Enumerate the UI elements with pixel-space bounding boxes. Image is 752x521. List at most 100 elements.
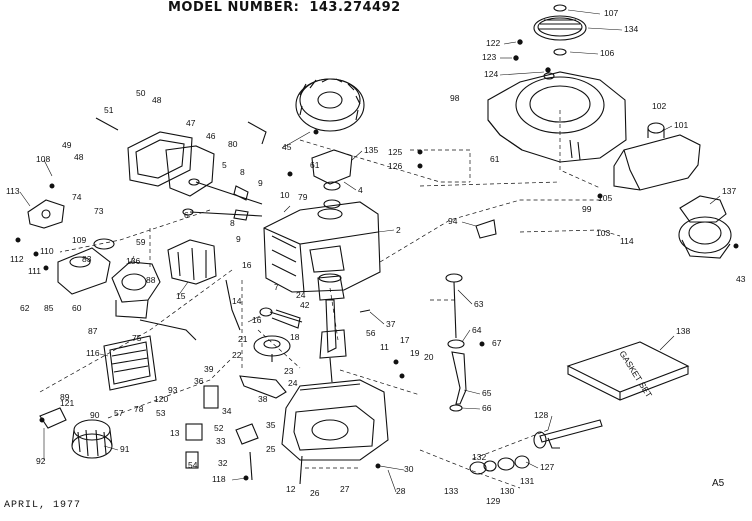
part-label-18: 18 <box>290 332 300 342</box>
part-label-48b: 48 <box>74 152 84 162</box>
part-label-60: 60 <box>72 303 82 313</box>
cylinder-block <box>263 201 381 293</box>
muffler <box>613 122 701 191</box>
part-label-53: 53 <box>156 408 166 418</box>
part-label-38: 38 <box>258 394 268 404</box>
part-label-133: 133 <box>444 486 458 496</box>
part-label-121: 121 <box>60 398 74 408</box>
fasteners <box>15 39 739 481</box>
model-label: MODEL NUMBER: <box>168 0 300 15</box>
part-label-57: 57 <box>114 408 124 418</box>
part-label-103: 103 <box>596 228 610 238</box>
misc-hardware <box>39 117 497 485</box>
part-label-66: 66 <box>482 403 492 413</box>
model-header: MODEL NUMBER: 143.274492 <box>168 0 411 15</box>
rotating-screen <box>533 4 587 80</box>
part-label-52: 52 <box>214 423 224 433</box>
part-label-39: 39 <box>204 364 214 374</box>
leader-lines <box>19 9 721 493</box>
part-label-9b: 9 <box>236 234 241 244</box>
part-label-26: 26 <box>310 488 320 498</box>
part-label-122: 122 <box>486 38 500 48</box>
part-label-88: 88 <box>146 275 156 285</box>
part-label-129: 129 <box>486 496 500 506</box>
model-number: 143.274492 <box>309 0 401 15</box>
recoil-starter <box>678 195 732 259</box>
part-label-130: 130 <box>500 486 514 496</box>
control-bracket <box>27 199 65 229</box>
part-label-19: 19 <box>410 348 420 358</box>
part-label-132: 132 <box>472 452 486 462</box>
part-label-43: 43 <box>736 274 746 284</box>
pto-gear-train <box>469 455 530 475</box>
part-label-113: 113 <box>6 186 20 196</box>
part-label-27: 27 <box>340 484 350 494</box>
air-cleaner-housing <box>103 335 157 391</box>
part-label-127: 127 <box>540 462 554 472</box>
part-label-4: 4 <box>358 185 363 195</box>
part-label-98: 98 <box>450 93 460 103</box>
connecting-rod <box>259 307 303 329</box>
gasket-set-label: GASKET SET <box>617 349 654 399</box>
print-date: APRIL, 1977 <box>4 500 82 511</box>
part-label-11: 11 <box>380 342 389 352</box>
sheet-number: A5 <box>712 478 725 489</box>
dipstick-assembly <box>445 273 467 412</box>
part-label-22: 22 <box>232 350 242 360</box>
part-label-136: 136 <box>126 256 140 266</box>
part-label-125: 125 <box>388 147 402 157</box>
part-label-8: 8 <box>240 167 245 177</box>
part-label-42: 42 <box>300 300 310 310</box>
intake-elbow <box>167 239 217 285</box>
part-label-36: 36 <box>194 376 204 386</box>
breather-assembly <box>127 131 215 197</box>
part-label-50: 50 <box>136 88 146 98</box>
part-label-62: 62 <box>20 303 30 313</box>
breaker-assembly <box>311 149 353 209</box>
part-label-54: 54 <box>188 460 198 470</box>
part-label-61: 61 <box>310 160 320 170</box>
part-label-109: 109 <box>72 235 86 245</box>
part-label-124: 124 <box>484 69 498 79</box>
part-label-24: 24 <box>296 290 306 300</box>
part-label-8b: 8 <box>230 218 235 228</box>
part-label-61b: 61 <box>490 154 500 164</box>
part-label-78: 78 <box>134 404 144 414</box>
part-label-64: 64 <box>472 325 482 335</box>
part-label-75: 75 <box>132 333 142 343</box>
part-label-33: 33 <box>216 436 226 446</box>
part-label-101: 101 <box>674 120 688 130</box>
part-label-56: 56 <box>366 328 376 338</box>
part-label-21: 21 <box>238 334 248 344</box>
flywheel <box>295 78 365 132</box>
part-label-10: 10 <box>280 190 290 200</box>
part-label-123: 123 <box>482 52 496 62</box>
part-label-114: 114 <box>620 236 634 246</box>
part-label-14: 14 <box>232 296 242 306</box>
part-label-45: 45 <box>282 142 292 152</box>
part-label-137: 137 <box>722 186 736 196</box>
part-label-35: 35 <box>266 420 276 430</box>
part-label-28: 28 <box>396 486 406 496</box>
part-label-49: 49 <box>62 140 72 150</box>
blower-housing <box>487 71 627 163</box>
part-label-110: 110 <box>40 246 54 256</box>
cam-gear <box>253 335 291 362</box>
part-label-67: 67 <box>492 338 502 348</box>
part-label-23: 23 <box>284 366 294 376</box>
part-label-5: 5 <box>222 160 227 170</box>
part-label-59: 59 <box>136 237 146 247</box>
part-label-30: 30 <box>404 464 414 474</box>
part-label-13: 13 <box>170 428 180 438</box>
part-label-46: 46 <box>206 131 216 141</box>
part-label-120: 120 <box>154 394 168 404</box>
part-label-91: 91 <box>120 444 130 454</box>
part-label-51: 51 <box>104 105 114 115</box>
part-label-16b: 16 <box>252 315 262 325</box>
part-label-89: 89 <box>60 392 70 402</box>
part-label-131: 131 <box>520 476 534 486</box>
part-label-79: 79 <box>298 192 308 202</box>
part-label-105: 105 <box>598 193 612 203</box>
part-label-2: 2 <box>396 225 401 235</box>
part-label-6: 6 <box>184 210 189 220</box>
